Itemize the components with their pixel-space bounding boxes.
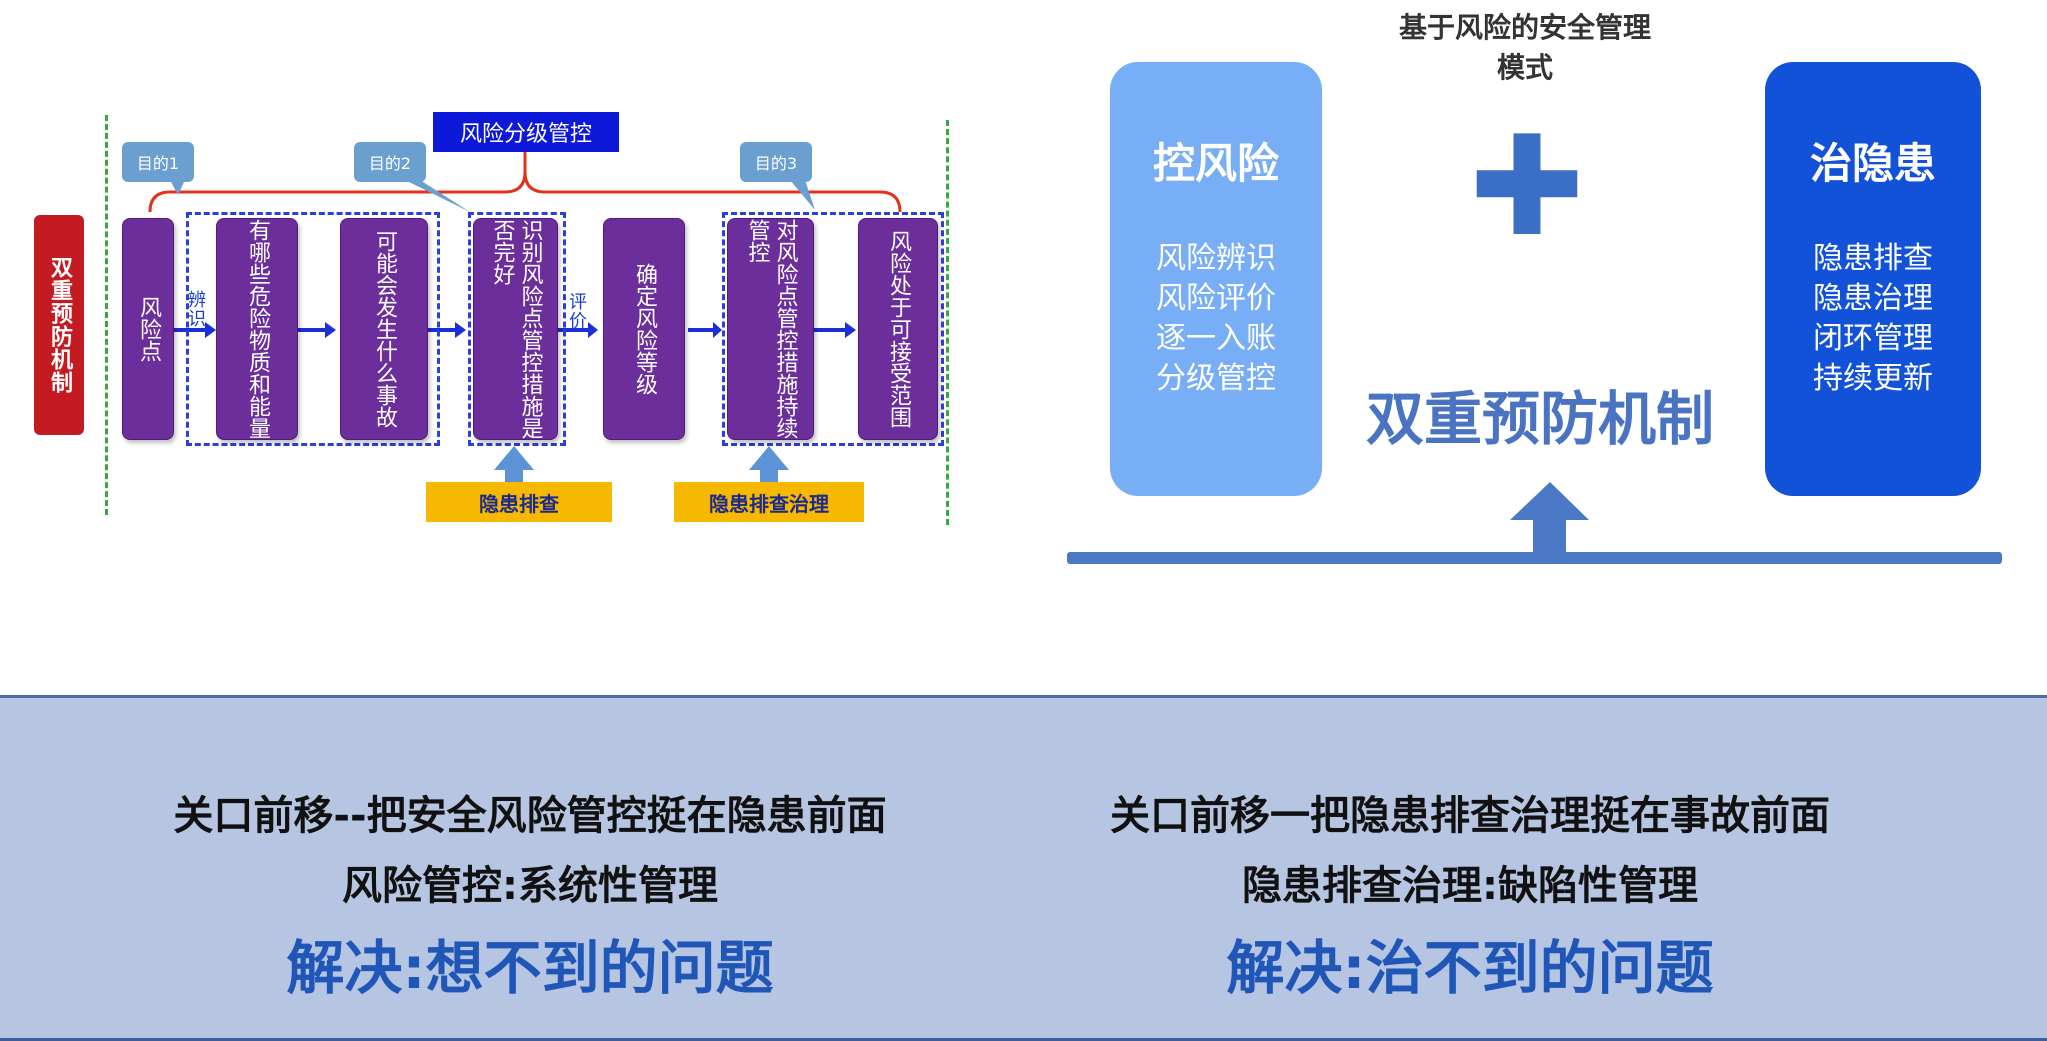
step-continuous-control: 对风险点管控措施持续管控 [727,218,814,440]
govern-hazard-box: 治隐患 隐患排查 隐患治理 闭环管理 持续更新 [1765,62,1981,496]
arrow-label-identify: 辨识 [185,290,206,328]
dashed-group-3 [722,212,944,446]
control-risk-line: 分级管控 [1156,361,1276,396]
step-5-text: 确定风险等级 [632,263,657,395]
step-determine-level: 确定风险等级 [603,218,685,440]
center-label: 双重预防机制 [1365,385,1714,453]
goal-3-text: 目的3 [754,154,798,173]
govern-hazard-line: 闭环管理 [1813,321,1933,356]
plus-icon: ✚ [1469,106,1585,267]
summary-right-line3: 解决:治不到的问题 [1226,934,1714,1002]
input-hazard-inspection: 隐患排查 [426,482,612,522]
step-risk-point: 风险点 [122,218,174,440]
summary-left-line1: 关口前移--把安全风险管控挺在隐患前面 [173,793,887,839]
step-possible-accidents: 可能会发生什么事故 [340,218,428,440]
control-risk-line: 逐一入账 [1156,321,1276,356]
govern-hazard-line: 持续更新 [1813,361,1933,396]
base-arrow [1067,482,2002,564]
step-4-text: 识别风险点管控措施是否完好 [489,219,543,439]
side-label: 双重预防机制 [47,256,72,394]
summary-left: 关口前移--把安全风险管控挺在隐患前面 风险管控:系统性管理 解决:想不到的问题 [80,783,980,1005]
arrow-label-evaluate: 评价 [566,292,587,330]
summary-left-line3: 解决:想不到的问题 [286,934,774,1002]
dashed-group-1 [186,212,440,446]
top-label-risk-control: 风险分级管控 [433,112,619,152]
step-7-text: 风险处于可接受范围 [886,230,911,428]
step-identify-controls: 识别风险点管控措施是否完好 [473,218,558,440]
step-1-text: 风险点 [136,296,161,362]
govern-hazard-line: 隐患治理 [1813,281,1933,316]
top-label-text: 风险分级管控 [459,122,592,147]
bracket-connectors [148,150,902,492]
control-risk-line: 风险评价 [1156,281,1276,316]
step-2-text: 有哪些危险物质和能量 [245,219,270,439]
side-label-box: 双重预防机制 [34,215,84,435]
control-risk-heading: 控风险 [1152,139,1279,188]
boundary-line-left [105,115,108,515]
step-acceptable-range: 风险处于可接受范围 [858,218,938,440]
govern-hazard-line: 隐患排查 [1813,241,1933,276]
step-6-text: 对风险点管控措施持续管控 [744,219,798,439]
goal-bubble-2: 目的2 [354,142,426,182]
summary-right-line1: 关口前移一把隐患排查治理挺在事故前面 [1110,793,1830,839]
govern-hazard-heading: 治隐患 [1809,139,1936,188]
control-risk-box: 控风险 风险辨识 风险评价 逐一入账 分级管控 [1110,62,1322,496]
summary-right: 关口前移一把隐患排查治理挺在事故前面 隐患排查治理:缺陷性管理 解决:治不到的问… [1020,783,1920,1005]
control-risk-line: 风险辨识 [1156,241,1276,276]
goal-1-text: 目的1 [136,154,180,173]
bottom-summary-panel: 关口前移--把安全风险管控挺在隐患前面 风险管控:系统性管理 解决:想不到的问题… [0,695,2047,1041]
step-3-text: 可能会发生什么事故 [372,230,397,428]
boundary-line-right [946,120,949,525]
summary-right-line2: 隐患排查治理:缺陷性管理 [1242,863,1698,909]
dashed-group-2 [468,212,566,446]
summary-left-line2: 风险管控:系统性管理 [342,863,718,909]
step-hazard-substances: 有哪些危险物质和能量 [216,218,298,440]
input-2-text: 隐患排查治理 [709,491,829,516]
goal-bubble-3: 目的3 [740,142,812,182]
goal-2-text: 目的2 [368,154,412,173]
goal-bubble-1: 目的1 [122,142,194,182]
right-diagram-title: 基于风险的安全管理模式 [1398,11,1651,84]
input-1-text: 隐患排查 [479,491,559,516]
input-hazard-inspection-governance: 隐患排查治理 [674,482,864,522]
